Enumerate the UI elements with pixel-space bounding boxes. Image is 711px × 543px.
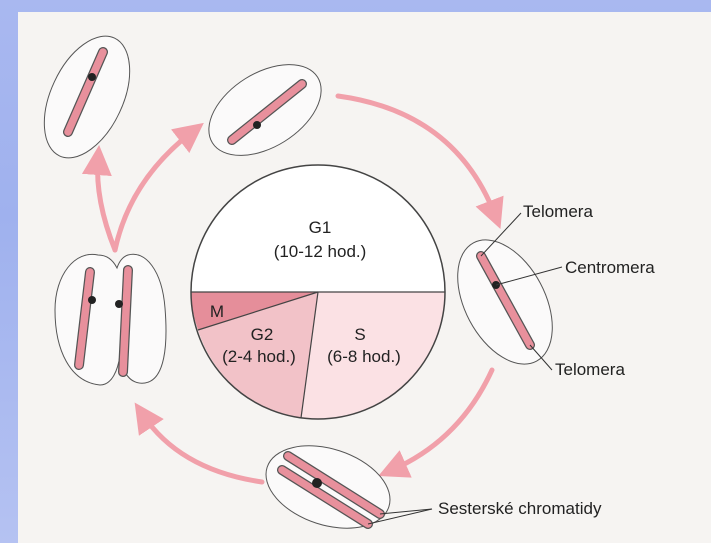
centromere bbox=[88, 73, 96, 81]
centromera-label: Centromera bbox=[565, 258, 655, 277]
centromere-left bbox=[88, 296, 96, 304]
g2-label: G2 bbox=[251, 325, 274, 344]
g1-duration: (10-12 hod.) bbox=[274, 242, 367, 261]
g1-label: G1 bbox=[309, 218, 332, 237]
telomera-top-label: Telomera bbox=[523, 202, 593, 221]
centromere-right bbox=[115, 300, 123, 308]
dividing-cell bbox=[55, 254, 166, 385]
cell-membrane bbox=[55, 254, 166, 385]
m-label: M bbox=[210, 302, 224, 321]
centromere bbox=[312, 478, 322, 488]
cycle-pie: G1 (10-12 hod.) M G2 (2-4 hod.) S (6-8 h… bbox=[191, 165, 445, 419]
telomera-bottom-label: Telomera bbox=[555, 360, 625, 379]
centromere bbox=[253, 121, 261, 129]
g2-duration: (2-4 hod.) bbox=[222, 347, 296, 366]
chromosome-right-fill bbox=[123, 270, 128, 372]
s-label: S bbox=[354, 325, 365, 344]
sister-chromatids-label: Sesterské chromatidy bbox=[438, 499, 602, 518]
s-duration: (6-8 hod.) bbox=[327, 347, 401, 366]
